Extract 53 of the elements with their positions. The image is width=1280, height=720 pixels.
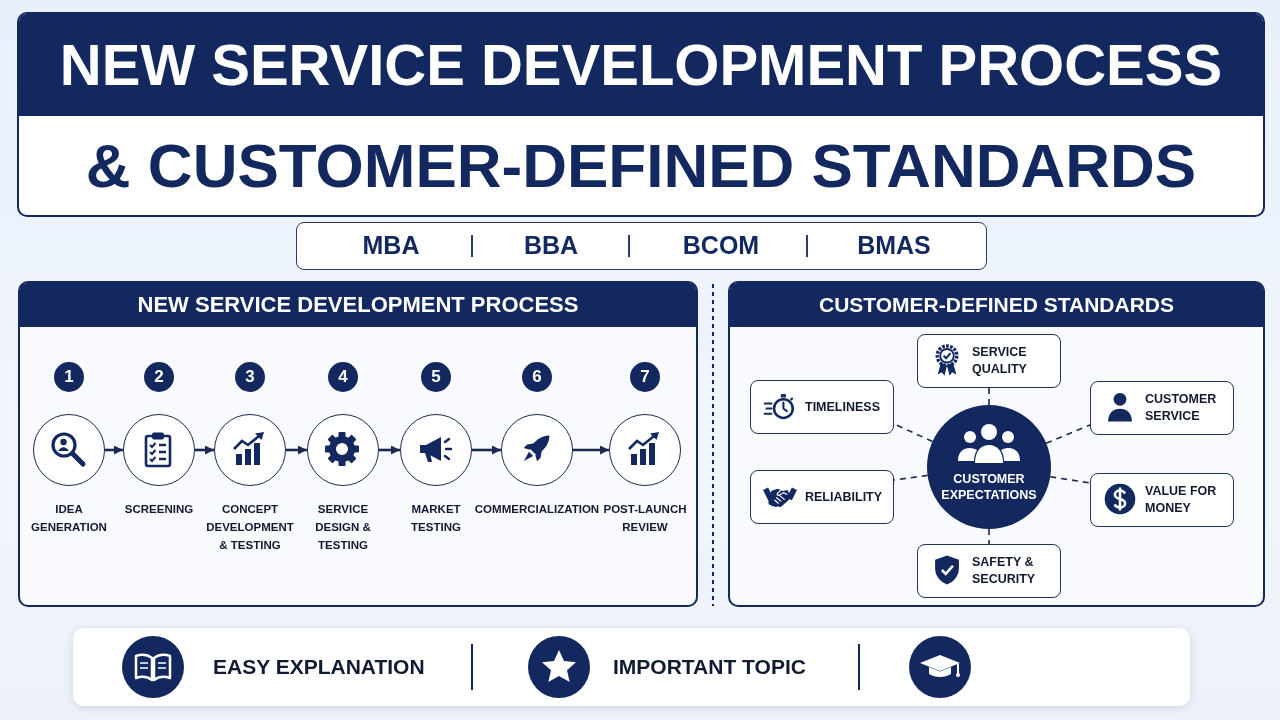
arrow bbox=[573, 445, 609, 455]
card-label: TIMELINESS bbox=[805, 398, 881, 416]
card-label: SERVICE QUALITY bbox=[972, 344, 1028, 378]
title-subheading: & CUSTOMER-DEFINED STANDARDS bbox=[85, 130, 1197, 202]
standard-card bbox=[750, 470, 894, 524]
arrow bbox=[379, 445, 400, 455]
card-label: RELIABILITY bbox=[805, 488, 884, 506]
step-label: SERVICE DESIGN & TESTING bbox=[314, 502, 372, 553]
course-tag: BCOM bbox=[646, 223, 796, 268]
step-label: IDEA GENERATION bbox=[30, 502, 108, 535]
course-tag: BMAS bbox=[819, 223, 969, 268]
info-bar bbox=[73, 628, 1190, 706]
arrow bbox=[195, 445, 214, 455]
hub-label: CUSTOMER EXPECTATIONS bbox=[940, 471, 1038, 503]
title-banner bbox=[17, 12, 1265, 217]
step-label: POST-LAUNCH REVIEW bbox=[602, 502, 688, 535]
standard-card bbox=[917, 544, 1061, 598]
standard-card bbox=[750, 380, 894, 434]
course-tag: MBA bbox=[316, 223, 466, 268]
card-label: CUSTOMER SERVICE bbox=[1145, 391, 1218, 425]
title-heading: NEW SERVICE DEVELOPMENT PROCESS bbox=[59, 31, 1223, 99]
dashed-connector bbox=[1045, 424, 1091, 444]
info-label: IMPORTANT TOPIC bbox=[613, 654, 806, 680]
step-number-badge: 7 bbox=[630, 362, 660, 392]
step-label: SCREENING bbox=[123, 502, 195, 517]
step-label: COMMERCIALIZATION bbox=[474, 502, 600, 517]
step-number-badge: 4 bbox=[328, 362, 358, 392]
step-label: CONCEPT DEVELOPMENT & TESTING bbox=[205, 502, 295, 553]
card-label: SAFETY & SECURITY bbox=[972, 554, 1037, 588]
step-number-badge: 2 bbox=[144, 362, 174, 392]
panel-title: NEW SERVICE DEVELOPMENT PROCESS bbox=[137, 291, 579, 319]
step-number-badge: 5 bbox=[421, 362, 451, 392]
step-label: MARKET TESTING bbox=[410, 502, 462, 535]
info-label: EASY EXPLANATION bbox=[213, 654, 425, 680]
standard-card bbox=[917, 334, 1061, 388]
panel-title: CUSTOMER-DEFINED STANDARDS bbox=[818, 292, 1175, 318]
course-tag: BBA bbox=[476, 223, 626, 268]
dashed-connector bbox=[988, 387, 990, 406]
dashed-connector bbox=[893, 474, 929, 481]
section-panel bbox=[728, 281, 1265, 607]
standard-card bbox=[1090, 381, 1234, 435]
dashed-connector bbox=[1049, 475, 1091, 484]
standard-card bbox=[1090, 473, 1234, 527]
card-label: VALUE FOR MONEY bbox=[1145, 483, 1218, 517]
section-panel bbox=[18, 281, 698, 607]
arrow bbox=[472, 445, 501, 455]
arrow bbox=[286, 445, 307, 455]
step-number-badge: 1 bbox=[54, 362, 84, 392]
course-tag-bar bbox=[296, 222, 987, 270]
arrow bbox=[105, 445, 123, 455]
step-number-badge: 3 bbox=[235, 362, 265, 392]
dashed-connector bbox=[988, 528, 990, 545]
step-number-badge: 6 bbox=[522, 362, 552, 392]
